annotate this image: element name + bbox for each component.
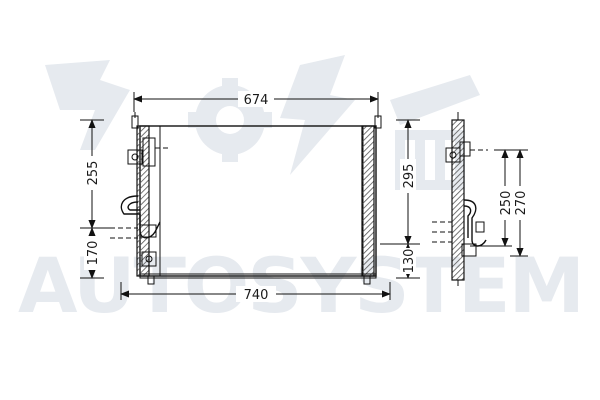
top-mount-pins bbox=[131, 112, 382, 129]
dimension-side-outer: 270 bbox=[510, 149, 529, 257]
dim-label-270: 270 bbox=[514, 191, 529, 216]
side-pipe bbox=[463, 199, 487, 247]
bottom-rail bbox=[139, 273, 377, 279]
dim-label-674: 674 bbox=[244, 93, 269, 108]
condenser-side-view bbox=[432, 112, 488, 286]
dimension-height-right-lower: 130 bbox=[396, 243, 420, 279]
dimension-side-inner: 250 bbox=[470, 149, 514, 247]
dimension-width-bottom: 740 bbox=[120, 282, 391, 303]
dim-label-255: 255 bbox=[86, 161, 101, 186]
dim-label-295: 295 bbox=[402, 164, 417, 189]
dim-label-170: 170 bbox=[86, 241, 101, 266]
bottom-mount-pins bbox=[147, 275, 371, 285]
dimension-height-core: 295 bbox=[380, 119, 420, 245]
dim-label-130: 130 bbox=[402, 249, 417, 274]
dimension-height-left-upper: 255 bbox=[80, 119, 110, 229]
dim-label-250: 250 bbox=[499, 191, 514, 216]
dimension-width-top: 674 bbox=[133, 91, 379, 112]
dimension-height-left-lower: 170 bbox=[80, 227, 104, 279]
upper-bracket bbox=[127, 137, 168, 167]
dim-label-740: 740 bbox=[244, 288, 269, 303]
watermark-text: AUTOSYSTEM bbox=[18, 241, 583, 330]
right-tank bbox=[361, 125, 375, 277]
pipe-connections bbox=[110, 195, 161, 267]
condenser-front-view bbox=[110, 112, 382, 285]
